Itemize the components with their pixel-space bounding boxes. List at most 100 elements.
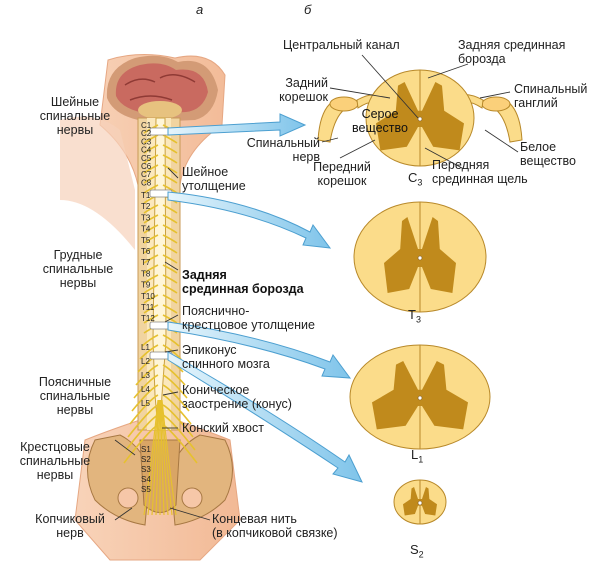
- cauda-equina-fiber: [143, 399, 159, 516]
- section-c3-body: [365, 69, 475, 167]
- label-cauda-equina: Конский хвост: [182, 421, 264, 435]
- label-spinal-nerve: Спинальный нерв: [246, 136, 320, 164]
- cauda-equina-fiber: [161, 399, 177, 516]
- nerve-root-left: [131, 384, 159, 412]
- label-lumbar-nerves: Поясничные спинальные нервы: [38, 375, 112, 417]
- vertebra-label: C8: [141, 178, 152, 187]
- label-epiconus: Эпиконус спинного мозга: [182, 343, 270, 371]
- label-white-matter: Белое вещество: [520, 140, 576, 168]
- vertebra-label: L1: [141, 343, 150, 352]
- label-cervical-nerves: Шейные спинальные нервы: [39, 95, 111, 137]
- nerve-root-right: [162, 254, 178, 264]
- nerve-root-left: [143, 294, 159, 304]
- nerve-root-left: [135, 364, 159, 386]
- nerve-root-left: [127, 404, 159, 438]
- vertebra-label: C1: [141, 121, 152, 130]
- label-anterior-median-fissure: Передняя срединная щель: [432, 158, 528, 186]
- spinal-ganglion-right: [481, 96, 511, 112]
- vertebra-label: L2: [141, 357, 150, 366]
- cross-section-s2: [393, 479, 447, 525]
- c3-pointer-lines: [321, 54, 519, 169]
- segment-label-s2: S2: [410, 542, 424, 560]
- label-anterior-root: Передний корешок: [313, 160, 371, 188]
- arrow-s2: [167, 351, 363, 483]
- label-spinal-ganglion: Спинальный ганглий: [514, 82, 588, 110]
- nerve-root-right: [162, 164, 178, 174]
- nerve-root-right: [162, 414, 196, 451]
- nerve-root-left: [143, 314, 159, 324]
- nerve-root-right: [162, 274, 178, 284]
- arrow-t3: [167, 191, 332, 249]
- vertebra-label: C6: [141, 162, 152, 171]
- vertebra-label: L5: [141, 399, 150, 408]
- vertebra-label: S5: [141, 485, 151, 494]
- vertebra-label: T10: [141, 292, 155, 301]
- vertebra-label: T9: [141, 281, 151, 290]
- label-posterior-root: Задний корешок: [279, 76, 328, 104]
- nerve-root-right: [162, 184, 178, 194]
- cauda-equina-fiber: [160, 399, 169, 516]
- label-lumbosacral-enlargement: Пояснично- крестцовое утолщение: [182, 304, 315, 332]
- nerve-root-right: [162, 264, 178, 274]
- vertebra-label: C2: [141, 129, 152, 138]
- vertebra-labels: C1C2C3C4C5C6C7C8T1T2T3T4T5T6T7T8T9T10T11…: [141, 121, 155, 494]
- nerve-root-left: [143, 144, 159, 154]
- nerve-root-right: [162, 284, 178, 294]
- nerve-root-right: [162, 394, 192, 425]
- nerve-root-right: [162, 204, 178, 214]
- nerve-root-left: [143, 174, 159, 184]
- label-gray-matter: Серое вещество: [352, 107, 408, 135]
- label-conus: Коническое заострение (конус): [182, 383, 292, 411]
- nerve-root-left: [133, 374, 159, 399]
- vertebra-label: T11: [141, 303, 155, 312]
- nerve-root-right: [162, 134, 178, 144]
- nerve-root-left: [139, 344, 159, 360]
- nerve-root-left: [143, 154, 159, 164]
- label-sacral-nerves: Крестцовые спинальные нервы: [19, 440, 91, 482]
- nerve-root-left: [143, 164, 159, 174]
- nerve-root-left: [143, 274, 159, 284]
- nerve-root-left: [143, 234, 159, 244]
- nerve-root-left: [143, 214, 159, 224]
- vertebra-label: C7: [141, 170, 152, 179]
- spinal-cord: [123, 117, 198, 516]
- cauda-equina-fiber: [155, 399, 161, 516]
- pointer-lines: [114, 167, 211, 521]
- nerve-root-left: [141, 334, 159, 347]
- nerve-root-left: [143, 254, 159, 264]
- vertebra-label: T6: [141, 247, 151, 256]
- nerve-root-right: [162, 154, 178, 164]
- cauda-equina-fiber: [147, 399, 160, 516]
- cauda-equina-fiber: [159, 399, 165, 516]
- section-arrows: [167, 113, 363, 483]
- label-thoracic-nerves: Грудные спинальные нервы: [42, 248, 114, 290]
- nerve-root-right: [162, 334, 180, 347]
- nerve-root-left: [143, 244, 159, 254]
- nerve-root-right: [162, 304, 178, 314]
- nerve-root-right: [162, 144, 178, 154]
- cross-section-l1: [349, 344, 491, 450]
- vertebra-label: T2: [141, 202, 151, 211]
- nerve-root-right: [162, 344, 182, 360]
- nerve-root-right: [162, 174, 178, 184]
- nerve-root-left: [143, 184, 159, 194]
- nerve-root-left: [143, 304, 159, 314]
- label-posterior-median-sulcus: Задняя срединная борозда: [458, 38, 566, 66]
- nerve-root-left: [129, 394, 159, 425]
- nerve-root-right: [162, 224, 178, 234]
- vertebra-label: T8: [141, 269, 151, 278]
- cauda-equina-fiber: [160, 399, 173, 516]
- nerve-root-right: [162, 384, 190, 412]
- vertebra-label: S2: [141, 455, 151, 464]
- cauda-equina-fiber: [151, 399, 160, 516]
- label-filum-terminale: Концевая нить (в копчиковой связке): [212, 512, 338, 540]
- cross-section-t3: [353, 201, 487, 313]
- nerve-root-left: [143, 224, 159, 234]
- vertebra-label: T7: [141, 258, 151, 267]
- nerve-root-right: [162, 364, 186, 386]
- segment-label-t3: T3: [408, 307, 421, 325]
- vertebra-label: T12: [141, 314, 155, 323]
- panel-label-b: б: [304, 2, 312, 17]
- vertebra-label: C5: [141, 154, 152, 163]
- vertebra-label: C4: [141, 146, 152, 155]
